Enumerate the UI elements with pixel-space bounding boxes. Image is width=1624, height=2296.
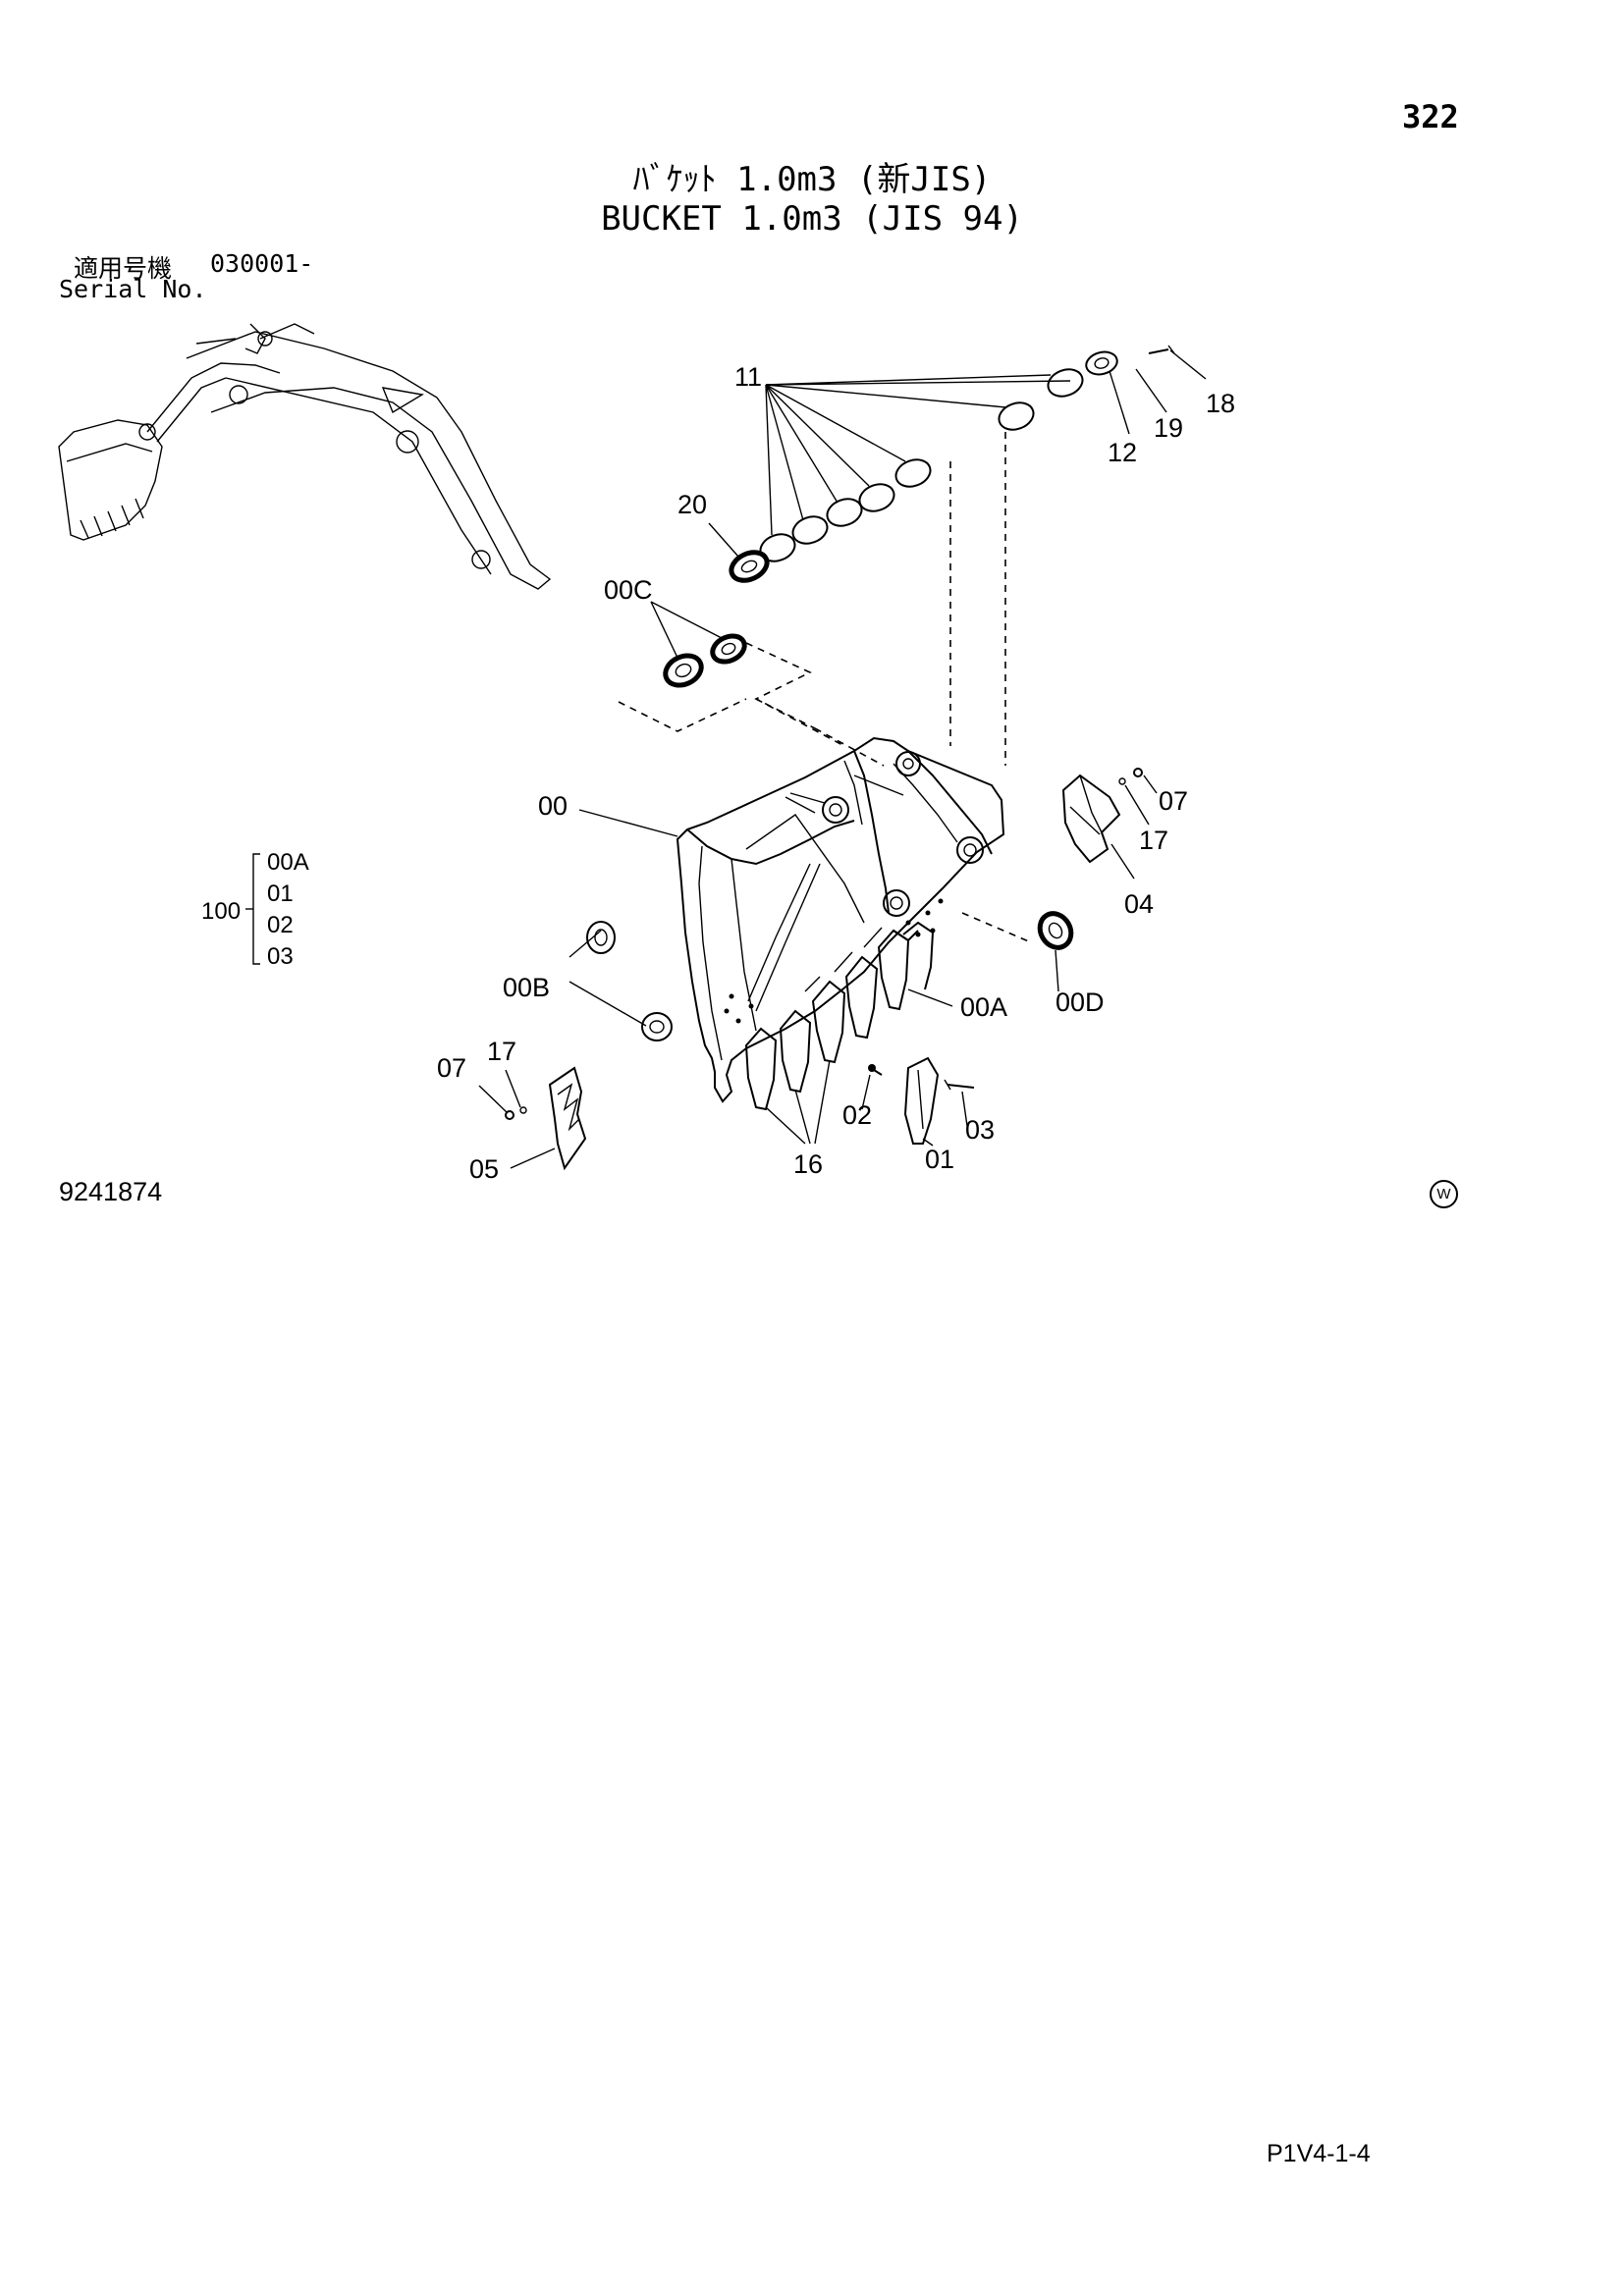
parts-diagram: 11 18 19 12 20 00C 00 07 17 04 00B 00A 0… [58, 323, 1235, 1184]
seal-ring-icon [663, 633, 747, 688]
callout-19: 19 [1154, 413, 1183, 443]
callout-04: 04 [1124, 889, 1154, 919]
title-english: BUCKET 1.0m3 (JIS 94) [601, 199, 1023, 239]
shim-ring-icon [759, 368, 1084, 562]
callout-00B: 00B [503, 973, 550, 1002]
tooth-icon [903, 1056, 940, 1145]
callout-07-upper: 07 [1159, 786, 1188, 816]
serial-label-japanese: 適用号機 [74, 254, 173, 283]
callout-17-upper: 17 [1139, 826, 1168, 855]
excavator-front-attachment-icon [58, 323, 552, 590]
callout-00D: 00D [1056, 988, 1105, 1017]
callout-00C: 00C [604, 575, 653, 605]
footer-code: P1V4-1-4 [1267, 2140, 1371, 2167]
seal-ring-icon [1037, 911, 1074, 950]
tooth-icon [744, 921, 935, 1111]
callout-00: 00 [538, 791, 568, 821]
callout-02: 02 [842, 1100, 872, 1130]
page-number: 322 [1402, 98, 1459, 135]
assembly-label: 100 [201, 898, 241, 925]
serial-number-value: 030001- [210, 249, 314, 278]
side-cutter-icon [1061, 774, 1121, 864]
callout-18: 18 [1206, 389, 1235, 418]
bucket-icon [676, 736, 1005, 1103]
callout-12: 12 [1108, 438, 1137, 467]
assembly-item: 03 [267, 943, 294, 970]
assembly-group: 100 00A 01 02 03 [201, 849, 309, 970]
callout-07-lower: 07 [437, 1053, 466, 1083]
side-cutter-icon [548, 1066, 587, 1171]
callout-00A: 00A [960, 992, 1007, 1022]
leader-lines [478, 349, 1207, 1169]
bolt-icon [1148, 345, 1175, 354]
callouts: 11 18 19 12 20 00C 00 07 17 04 00B 00A 0… [437, 362, 1235, 1184]
bushing-icon [586, 921, 673, 1041]
lock-pin-icon [944, 1079, 975, 1091]
document-number: 9241874 [59, 1177, 163, 1206]
callout-01: 01 [925, 1145, 954, 1174]
callout-20: 20 [677, 490, 707, 519]
assembly-item: 00A [267, 849, 309, 876]
w-mark-icon: W [1430, 1180, 1458, 1208]
assembly-item: 02 [267, 912, 294, 938]
pin-icon [868, 1064, 883, 1076]
assembly-item: 01 [267, 881, 294, 907]
callout-17-lower: 17 [487, 1037, 516, 1066]
callout-05: 05 [469, 1154, 499, 1184]
seal-ring-icon [729, 550, 770, 583]
callout-16: 16 [793, 1149, 823, 1179]
title-japanese: ﾊﾞｹｯﾄ 1.0m3 (新JIS) [632, 160, 992, 199]
callout-03: 03 [965, 1115, 995, 1145]
shim-ring-icon [1085, 350, 1118, 376]
serial-label-english: Serial No. [59, 275, 207, 303]
callout-11: 11 [734, 362, 762, 392]
